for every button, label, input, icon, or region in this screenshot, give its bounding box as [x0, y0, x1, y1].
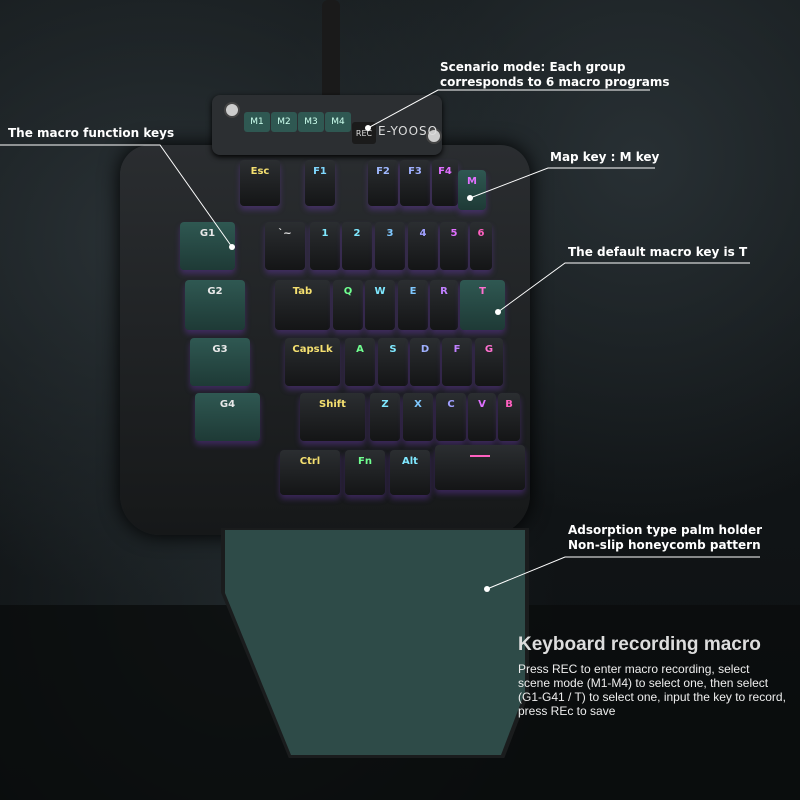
key-g1[interactable]: G1 — [180, 222, 235, 270]
scenario-mode-label: Scenario mode: Each group corresponds to… — [440, 60, 670, 89]
key-shift[interactable]: Shift — [300, 393, 365, 441]
key-alt[interactable]: Alt — [390, 450, 430, 495]
key-3[interactable]: 3 — [375, 222, 405, 270]
key-label: Shift — [319, 399, 346, 410]
key-label: C — [447, 399, 455, 410]
screw-icon — [224, 102, 240, 118]
key-label: S — [389, 344, 397, 355]
key-5[interactable]: 5 — [440, 222, 468, 270]
key-1[interactable]: 1 — [310, 222, 340, 270]
key-capslk[interactable]: CapsLk — [285, 338, 340, 386]
key-c[interactable]: C — [436, 393, 466, 441]
key-label: Ctrl — [299, 456, 321, 467]
key-v[interactable]: V — [468, 393, 496, 441]
macro-keys-label: The macro function keys — [8, 126, 175, 140]
key-w[interactable]: W — [365, 280, 395, 330]
key-label: 5 — [450, 228, 458, 239]
key-g4[interactable]: G4 — [195, 393, 260, 441]
key-label: F3 — [408, 166, 422, 177]
key-f2[interactable]: F2 — [368, 160, 398, 206]
palm-holder-label: Adsorption type palm holder Non-slip hon… — [568, 523, 763, 552]
section-title: Keyboard recording macro — [518, 634, 761, 655]
key-tilde[interactable]: `~ — [265, 222, 305, 270]
section-description: Press REC to enter macro recording, sele… — [518, 662, 786, 718]
key-g2[interactable]: G2 — [185, 280, 245, 330]
m3-key[interactable]: M3 — [298, 112, 324, 132]
key-t[interactable]: T — [460, 280, 505, 330]
key-label: G3 — [212, 344, 228, 355]
usb-cable — [322, 0, 340, 100]
key-2[interactable]: 2 — [342, 222, 372, 270]
key-m[interactable]: M — [458, 170, 486, 210]
key-label: D — [420, 344, 430, 355]
key-label: 3 — [386, 228, 394, 239]
key-ctrl[interactable]: Ctrl — [280, 450, 340, 495]
key-b[interactable]: B — [498, 393, 520, 441]
key-q[interactable]: Q — [333, 280, 363, 330]
key-fn[interactable]: Fn — [345, 450, 385, 495]
key-f4[interactable]: F4 — [432, 160, 458, 206]
key-label: 4 — [419, 228, 427, 239]
brand-logo: E-YOOSO — [378, 124, 439, 138]
key-label: X — [414, 399, 422, 410]
key-label: T — [479, 286, 486, 297]
key-label: CapsLk — [292, 344, 333, 355]
key-x[interactable]: X — [403, 393, 433, 441]
key-label: 6 — [477, 228, 485, 239]
key-g[interactable]: G — [475, 338, 503, 386]
key-label: Z — [381, 399, 389, 410]
key-label: R — [440, 286, 448, 297]
key-f3[interactable]: F3 — [400, 160, 430, 206]
key-tab[interactable]: Tab — [275, 280, 330, 330]
m4-key[interactable]: M4 — [325, 112, 351, 132]
key-d[interactable]: D — [410, 338, 440, 386]
key-label: Q — [343, 286, 353, 297]
key-r[interactable]: R — [430, 280, 458, 330]
m1-key[interactable]: M1 — [244, 112, 270, 132]
key-g3[interactable]: G3 — [190, 338, 250, 386]
key-label: F4 — [438, 166, 452, 177]
key-z[interactable]: Z — [370, 393, 400, 441]
key-f1[interactable]: F1 — [305, 160, 335, 206]
key-label: W — [374, 286, 386, 297]
key-label: F1 — [313, 166, 327, 177]
key-label: G2 — [207, 286, 223, 297]
key-s[interactable]: S — [378, 338, 408, 386]
key-label: Esc — [250, 166, 270, 177]
key-label: V — [478, 399, 486, 410]
key-label: F2 — [376, 166, 390, 177]
m2-key[interactable]: M2 — [271, 112, 297, 132]
key-label: 1 — [321, 228, 329, 239]
key-label: F — [453, 344, 461, 355]
key-f[interactable]: F — [442, 338, 472, 386]
key-label: M — [467, 176, 477, 187]
key-label: A — [356, 344, 364, 355]
key-4[interactable]: 4 — [408, 222, 438, 270]
key-label: Tab — [292, 286, 313, 297]
key-label: Fn — [358, 456, 372, 467]
key-6[interactable]: 6 — [470, 222, 492, 270]
key-space[interactable] — [435, 445, 525, 490]
screw-icon — [426, 128, 442, 144]
key-label: G — [484, 344, 494, 355]
key-label: 2 — [353, 228, 361, 239]
key-a[interactable]: A — [345, 338, 375, 386]
key-label: B — [505, 399, 513, 410]
key-esc[interactable]: Esc — [240, 160, 280, 206]
default-macro-label: The default macro key is T — [568, 245, 748, 259]
space-led — [470, 455, 490, 457]
key-label: E — [409, 286, 417, 297]
key-label: G1 — [199, 228, 216, 239]
key-label: `~ — [278, 228, 292, 239]
key-e[interactable]: E — [398, 280, 428, 330]
key-label: Alt — [402, 456, 418, 467]
map-key-label: Map key : M key — [550, 150, 660, 164]
key-label: G4 — [219, 399, 236, 410]
